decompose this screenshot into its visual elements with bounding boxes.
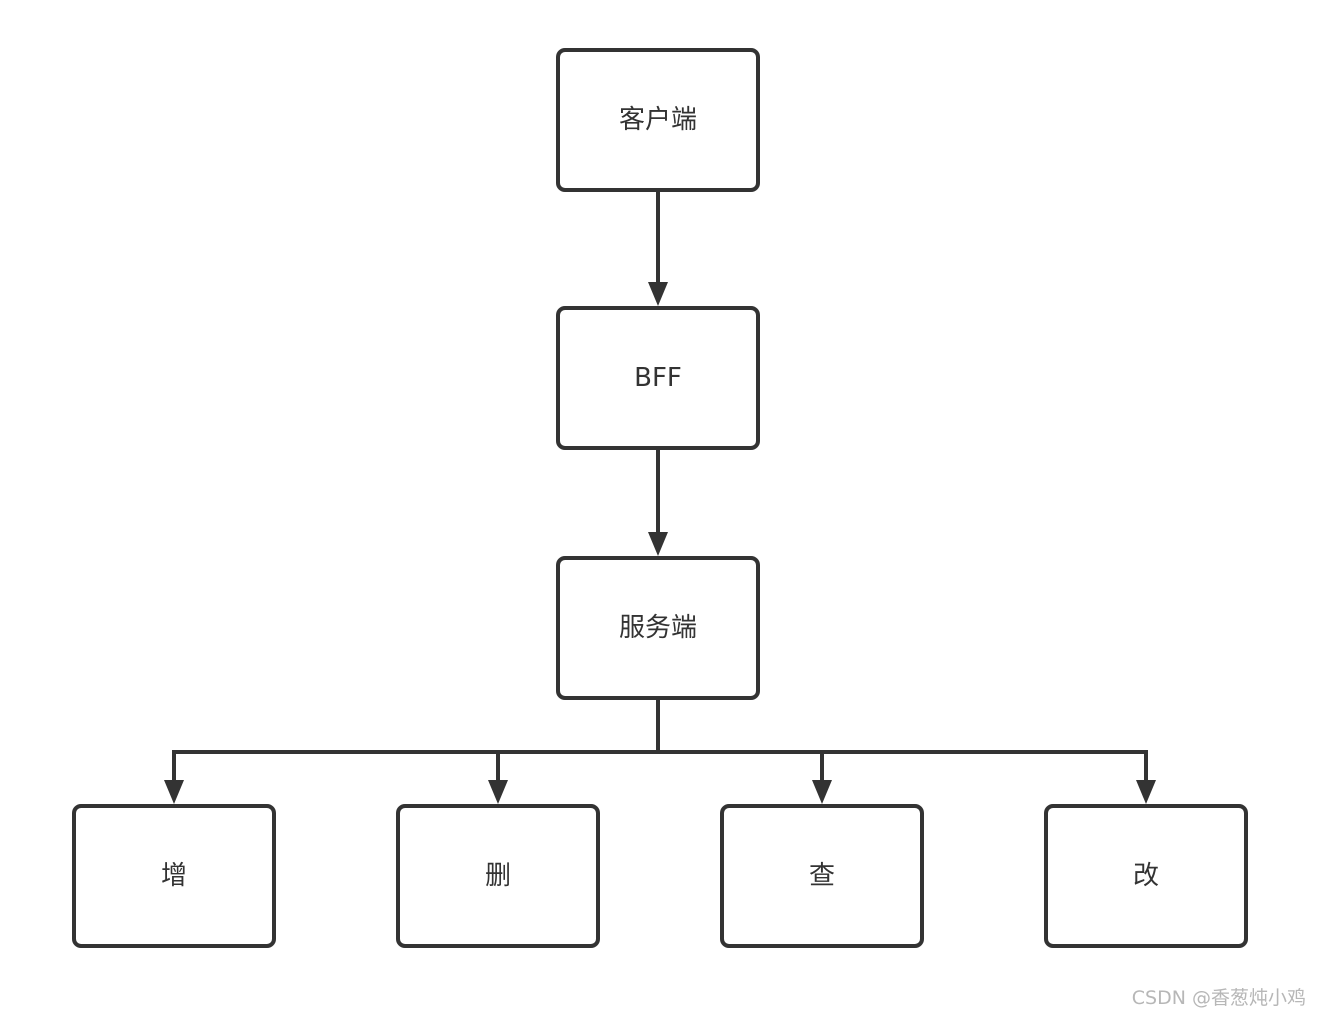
- node-update: 改: [1044, 804, 1248, 948]
- arrowhead-server: [648, 532, 668, 556]
- node-client: 客户端: [556, 48, 760, 192]
- node-bff: BFF: [556, 306, 760, 450]
- connectors: [164, 190, 1156, 804]
- node-create-label: 增: [161, 861, 187, 891]
- node-server: 服务端: [556, 556, 760, 700]
- arrowhead-read: [812, 780, 832, 804]
- node-create: 增: [72, 804, 276, 948]
- arrowhead-update: [1136, 780, 1156, 804]
- node-server-label: 服务端: [619, 613, 697, 643]
- watermark: CSDN @香葱炖小鸡: [1131, 987, 1306, 1009]
- node-delete-label: 删: [485, 861, 511, 891]
- node-bff-label: BFF: [634, 363, 682, 393]
- arrowhead-delete: [488, 780, 508, 804]
- node-client-label: 客户端: [619, 105, 697, 135]
- node-read: 查: [720, 804, 924, 948]
- node-delete: 删: [396, 804, 600, 948]
- arrowhead-bff: [648, 282, 668, 306]
- node-read-label: 查: [809, 861, 835, 891]
- arrowhead-create: [164, 780, 184, 804]
- node-update-label: 改: [1133, 861, 1159, 891]
